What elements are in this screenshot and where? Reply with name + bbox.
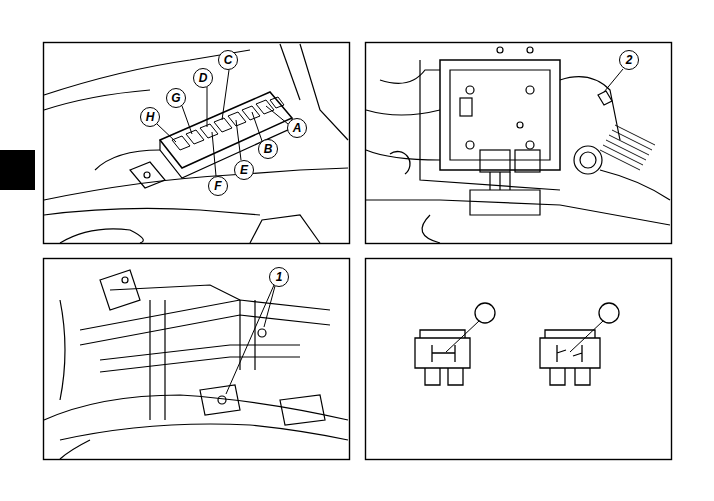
- callout-label: E: [234, 160, 254, 180]
- panel-frame: [44, 259, 350, 460]
- callout-label: F: [208, 176, 228, 196]
- callout-label: 2: [619, 50, 639, 70]
- callout-circle: [475, 303, 619, 323]
- callout-label: D: [193, 68, 213, 88]
- frame-drawing: [44, 270, 348, 459]
- callout-label: 1: [269, 267, 289, 287]
- callout-label: C: [218, 50, 238, 70]
- callout-circle: [390, 152, 410, 174]
- control-unit-drawing: [366, 47, 670, 243]
- chapter-tab: [0, 150, 35, 190]
- panel-frame: [366, 43, 672, 244]
- leader-line: [604, 69, 623, 92]
- callout-label: B: [258, 139, 278, 159]
- leader-line: [446, 321, 603, 352]
- fuse-box-drawing: [44, 44, 348, 243]
- leader-line: [157, 70, 288, 176]
- callout-label: H: [140, 107, 160, 127]
- panel-frame: [44, 43, 350, 244]
- callout-label: G: [166, 88, 186, 108]
- leader-line: [226, 285, 275, 394]
- panel-frame: [366, 259, 672, 460]
- fuse-drawing: [415, 330, 600, 385]
- callout-label: A: [287, 118, 307, 138]
